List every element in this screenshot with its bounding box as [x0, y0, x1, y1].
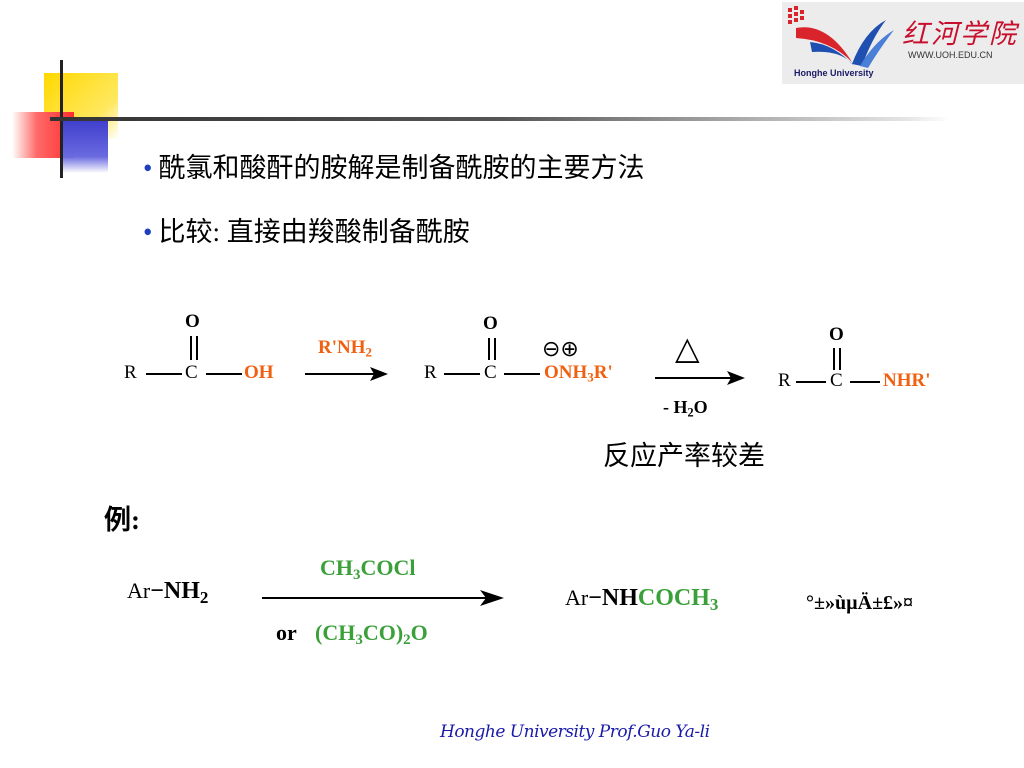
bullet-icon: •	[143, 217, 153, 247]
heat-icon: △	[675, 330, 700, 366]
example-label: 例:	[104, 505, 140, 535]
footer-credit: Honghe University Prof.Guo Ya-li	[440, 722, 710, 742]
oxygen-1: O	[185, 311, 200, 332]
bullet-text-2: 比较: 直接由羧酸制备酰胺	[158, 217, 470, 247]
ammonium-salt: ONH3R'	[544, 362, 613, 385]
aniline-reactant: Ar−NH2	[127, 578, 209, 607]
bullet-point-1: •酰氯和酸酐的胺解是制备酰胺的主要方法	[143, 152, 644, 184]
acetic-anhydride-reagent: (CH3CO)2O	[315, 620, 428, 649]
water-loss: - H2O	[663, 397, 708, 420]
or-label: or	[276, 620, 297, 645]
amine-reagent: R'NH2	[318, 337, 372, 360]
bullet-point-2: •比较: 直接由羧酸制备酰胺	[143, 216, 470, 248]
bullet-text-1: 酰氯和酸酐的胺解是制备酰胺的主要方法	[158, 153, 645, 183]
decor-blue-block	[62, 118, 108, 173]
r-group-3: R	[778, 370, 791, 391]
acetyl-chloride-reagent: CH3COCl	[320, 555, 416, 584]
carbon-3: C	[830, 370, 843, 391]
r-group-1: R	[124, 362, 137, 383]
acetanilide-product: Ar−NHCOCH3	[565, 585, 719, 614]
decor-horizontal-line	[50, 117, 950, 121]
oxygen-2: O	[483, 313, 498, 334]
r-group-2: R	[424, 362, 437, 383]
logo-chinese-name: 红河学院	[902, 19, 1018, 50]
carbon-1: C	[185, 362, 198, 383]
logo-emblem-icon	[788, 6, 894, 68]
logo-url: WWW.UOH.EDU.CN	[908, 50, 993, 60]
oxygen-3: O	[829, 324, 844, 345]
yield-note: 反应产率较差	[603, 441, 765, 471]
garbled-text: °±»ùµÄ±£»¤	[806, 592, 914, 614]
hydroxyl-group: OH	[244, 362, 274, 383]
university-logo: 红河学院 WWW.UOH.EDU.CN Honghe University	[782, 2, 1024, 84]
bullet-icon: •	[143, 153, 153, 183]
logo-english-name: Honghe University	[794, 68, 874, 78]
carbon-2: C	[484, 362, 497, 383]
ionic-charges: ⊖⊕	[542, 336, 579, 361]
amide-group: NHR'	[883, 370, 931, 391]
